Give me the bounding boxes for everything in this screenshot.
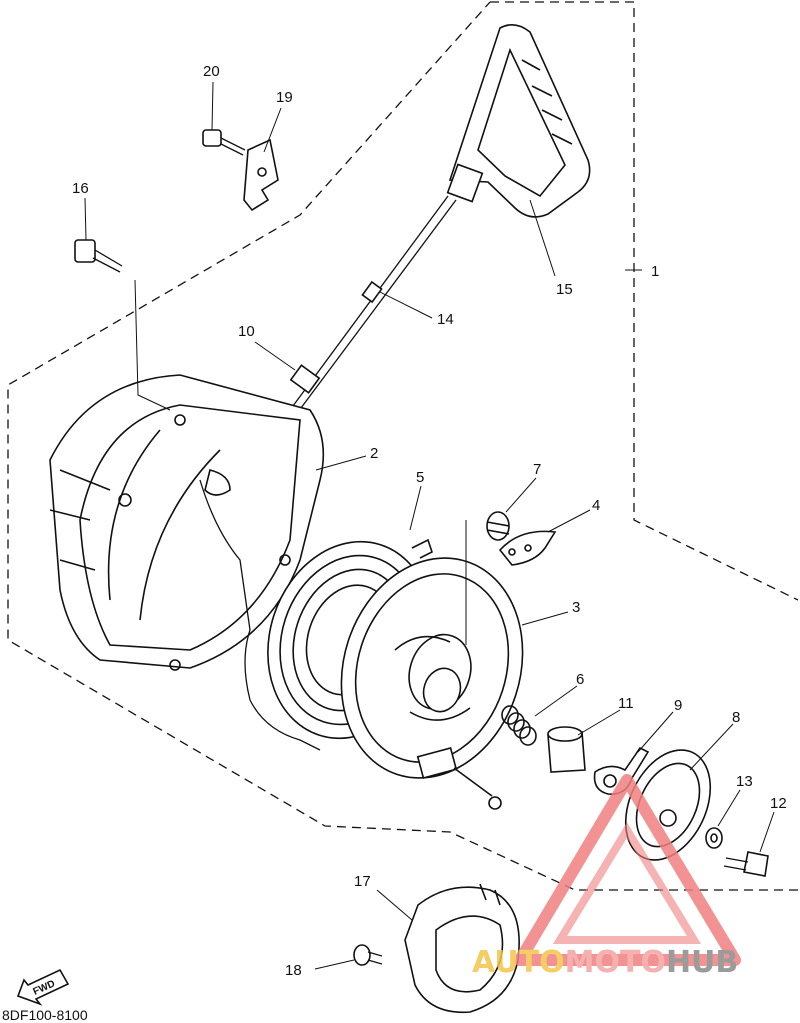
watermark-moto: MOTO: [565, 945, 666, 980]
callout-4: 4: [592, 497, 600, 514]
watermark-text: AUTOMOTOHUB: [472, 945, 738, 980]
center-bolt: [723, 851, 769, 877]
watermark-hub: HUB: [666, 945, 738, 980]
starter-handle: [446, 24, 591, 218]
rope-pulley: [340, 557, 524, 810]
starter-rope: [289, 195, 457, 413]
callout-15: 15: [556, 281, 573, 298]
fwd-arrow: FWD: [16, 968, 70, 1006]
pawl-spring: [486, 511, 510, 541]
drive-pawl: [498, 530, 557, 566]
callout-13: 13: [736, 773, 753, 790]
callout-2: 2: [370, 445, 378, 462]
leader-lines: [84, 81, 775, 970]
compression-spring: [501, 705, 537, 746]
bracket-bolt: [202, 129, 246, 156]
callout-9: 9: [674, 697, 682, 714]
rope-end: [199, 479, 321, 751]
callout-5: 5: [416, 469, 424, 486]
callout-11: 11: [618, 695, 634, 712]
watermark-triangle-icon: [514, 774, 741, 966]
callout-1: 1: [651, 263, 659, 280]
callouts: 1 2 3 4 5 6 7 8 9 10 11 12 13 14 15 16 1…: [72, 63, 787, 979]
callout-3: 3: [572, 599, 580, 616]
callout-20: 20: [203, 63, 220, 80]
callout-12: 12: [770, 795, 787, 812]
callout-16: 16: [72, 180, 89, 197]
callout-19: 19: [276, 89, 293, 106]
callout-10: 10: [238, 323, 255, 340]
callout-7: 7: [533, 461, 541, 478]
diagram-code: 8DF100-8100: [2, 1007, 88, 1023]
rope-bracket: [243, 138, 279, 212]
callout-6: 6: [576, 671, 584, 688]
watermark-auto: AUTO: [472, 945, 565, 980]
callout-17: 17: [354, 873, 371, 890]
cup-screw: [353, 944, 383, 966]
watermark: AUTOMOTOHUB: [472, 774, 741, 980]
callout-8: 8: [732, 709, 740, 726]
assembly-boundary: [7, 1, 799, 891]
starter-housing: [49, 374, 325, 671]
collar: [547, 726, 586, 773]
callout-14: 14: [437, 311, 454, 328]
callout-18: 18: [285, 962, 302, 979]
washer: [705, 827, 723, 849]
housing-bolt: [74, 239, 123, 273]
